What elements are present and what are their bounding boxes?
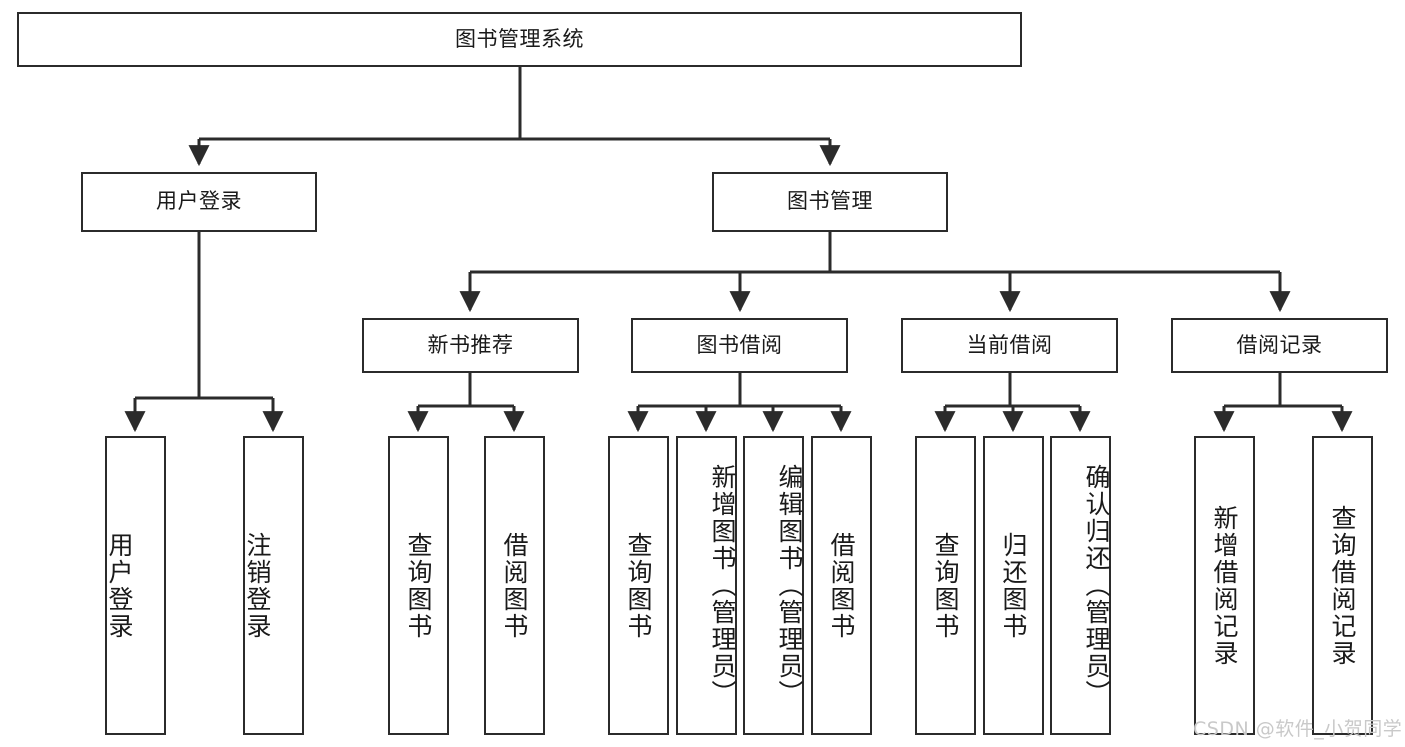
node-root-system[interactable]: 图书管理系统	[17, 12, 1022, 67]
node-leaf-add-book-admin-label: 新增图书（管理员）	[708, 464, 737, 707]
node-book-borrow[interactable]: 图书借阅	[631, 318, 848, 373]
node-leaf-edit-book-admin-label: 编辑图书（管理员）	[775, 464, 804, 707]
node-borrow-record[interactable]: 借阅记录	[1171, 318, 1388, 373]
node-user-login[interactable]: 用户登录	[81, 172, 317, 232]
node-leaf-confirm-return-admin-label: 确认归还（管理员）	[1082, 464, 1111, 707]
node-leaf-confirm-return-admin[interactable]: 确认归还（管理员）	[1050, 436, 1111, 735]
node-leaf-add-borrow-record[interactable]: 新增借阅记录	[1194, 436, 1255, 735]
node-new-book-recommend[interactable]: 新书推荐	[362, 318, 579, 373]
node-borrow-record-label: 借阅记录	[1236, 332, 1323, 357]
node-user-login-label: 用户登录	[156, 189, 242, 214]
node-leaf-borrow-book-rec-label: 借阅图书	[500, 531, 529, 640]
node-leaf-borrow-book[interactable]: 借阅图书	[811, 436, 872, 735]
node-leaf-borrow-book-rec[interactable]: 借阅图书	[484, 436, 545, 735]
node-leaf-query-book-current[interactable]: 查询图书	[915, 436, 976, 735]
node-leaf-return-book-label: 归还图书	[999, 531, 1028, 640]
node-root-label: 图书管理系统	[455, 26, 584, 51]
node-leaf-query-book-rec[interactable]: 查询图书	[388, 436, 449, 735]
node-leaf-return-book[interactable]: 归还图书	[983, 436, 1044, 735]
node-current-borrow[interactable]: 当前借阅	[901, 318, 1118, 373]
node-book-borrow-label: 图书借阅	[696, 332, 783, 357]
node-new-book-recommend-label: 新书推荐	[427, 332, 514, 357]
node-leaf-user-login[interactable]: 用户登录	[105, 436, 166, 735]
node-leaf-edit-book-admin[interactable]: 编辑图书（管理员）	[743, 436, 804, 735]
node-leaf-add-book-admin[interactable]: 新增图书（管理员）	[676, 436, 737, 735]
node-leaf-user-logout-label: 注销登录	[243, 531, 272, 640]
node-leaf-add-borrow-record-label: 新增借阅记录	[1210, 504, 1239, 667]
node-leaf-user-logout[interactable]: 注销登录	[243, 436, 304, 735]
csdn-watermark: CSDN @软件_小贺同学	[1193, 718, 1403, 740]
node-book-management[interactable]: 图书管理	[712, 172, 948, 232]
node-leaf-query-book-borrow-label: 查询图书	[624, 531, 653, 640]
node-leaf-query-borrow-record-label: 查询借阅记录	[1328, 504, 1357, 667]
node-book-management-label: 图书管理	[787, 189, 873, 214]
node-leaf-borrow-book-label: 借阅图书	[827, 531, 856, 640]
node-leaf-query-borrow-record[interactable]: 查询借阅记录	[1312, 436, 1373, 735]
node-leaf-query-book-current-label: 查询图书	[931, 531, 960, 640]
node-leaf-query-book-rec-label: 查询图书	[404, 531, 433, 640]
node-current-borrow-label: 当前借阅	[966, 332, 1053, 357]
node-leaf-query-book-borrow[interactable]: 查询图书	[608, 436, 669, 735]
node-leaf-user-login-label: 用户登录	[105, 531, 134, 640]
